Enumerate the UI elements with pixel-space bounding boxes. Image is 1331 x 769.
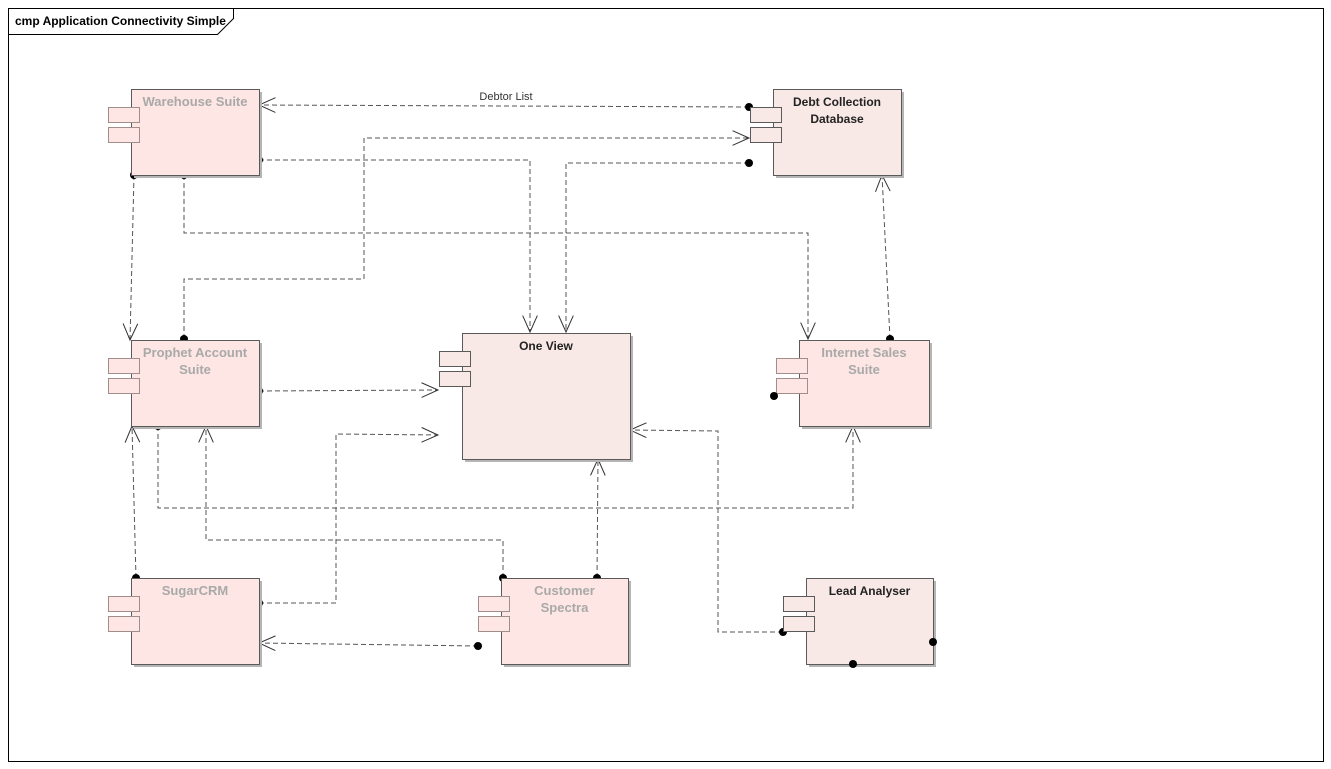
component-oneview[interactable]: One View bbox=[439, 333, 634, 463]
component-sugar[interactable]: SugarCRM bbox=[108, 578, 263, 668]
component-title: Internet Sales bbox=[821, 345, 906, 360]
connector-arrowhead bbox=[522, 315, 538, 334]
connector-line[interactable] bbox=[205, 426, 504, 578]
component-port-icon bbox=[750, 107, 782, 123]
component-title: Suite bbox=[848, 362, 880, 377]
connector-line[interactable] bbox=[157, 426, 854, 509]
component-port-icon bbox=[783, 616, 815, 632]
connector-line[interactable] bbox=[629, 429, 783, 633]
component-port-icon bbox=[783, 596, 815, 612]
component-port-icon bbox=[776, 378, 808, 394]
connector-line[interactable] bbox=[596, 458, 599, 579]
connector-line[interactable] bbox=[881, 174, 891, 340]
component-title: Lead Analyser bbox=[829, 584, 911, 598]
connector-end-dot bbox=[474, 642, 482, 650]
component-title: Database bbox=[810, 112, 864, 126]
component-body[interactable] bbox=[799, 340, 930, 427]
component-warehouse[interactable]: Warehouse Suite bbox=[108, 89, 263, 179]
port-dot bbox=[929, 638, 937, 646]
connector-arrowhead bbox=[421, 427, 440, 443]
frame-title: cmp Application Connectivity Simple bbox=[15, 14, 226, 28]
component-title: Customer bbox=[534, 583, 595, 598]
component-title: SugarCRM bbox=[162, 583, 228, 598]
component-title: Warehouse Suite bbox=[143, 94, 248, 109]
component-title: Prophet Account bbox=[143, 345, 248, 360]
frame-title-tab bbox=[8, 8, 234, 35]
component-title: Debt Collection bbox=[793, 95, 881, 109]
component-port-icon bbox=[439, 371, 471, 387]
component-body[interactable] bbox=[806, 578, 934, 665]
component-port-icon bbox=[108, 596, 140, 612]
component-port-icon bbox=[108, 616, 140, 632]
connector-arrowhead bbox=[122, 323, 139, 342]
connector-line[interactable] bbox=[258, 104, 750, 108]
connector-line[interactable] bbox=[258, 389, 439, 392]
component-title: Spectra bbox=[541, 600, 589, 615]
port-dot bbox=[849, 660, 857, 668]
component-port-icon bbox=[478, 616, 510, 632]
connector-arrowhead bbox=[800, 322, 816, 341]
component-port-icon bbox=[108, 358, 140, 374]
component-body[interactable] bbox=[773, 89, 902, 176]
connector-warehouse-debt[interactable]: Debtor List bbox=[257, 91, 753, 113]
connector-arrowhead bbox=[732, 130, 751, 146]
connector-line[interactable] bbox=[183, 175, 809, 339]
connector-arrowhead bbox=[558, 315, 574, 334]
component-title: One View bbox=[519, 339, 573, 353]
component-body[interactable] bbox=[462, 333, 631, 460]
component-body[interactable] bbox=[501, 578, 629, 665]
component-port-icon bbox=[108, 378, 140, 394]
connector-end-dot bbox=[745, 159, 753, 167]
components-layer: Warehouse Suite Debt CollectionDatabasePr… bbox=[108, 89, 937, 668]
component-port-icon bbox=[478, 596, 510, 612]
connector-arrowhead bbox=[421, 382, 440, 398]
connector-line[interactable] bbox=[259, 433, 439, 604]
connector-debt-oneview[interactable] bbox=[558, 159, 753, 334]
component-port-icon bbox=[439, 351, 471, 367]
connector-line[interactable] bbox=[259, 159, 531, 332]
port-dot bbox=[770, 392, 778, 400]
component-port-icon bbox=[108, 127, 140, 143]
connector-line[interactable] bbox=[131, 425, 137, 579]
connector-label: Debtor List bbox=[479, 91, 532, 103]
connector-line[interactable] bbox=[565, 162, 749, 332]
component-title: Suite bbox=[179, 362, 211, 377]
component-lead[interactable]: Lead Analyser bbox=[783, 578, 937, 668]
component-port-icon bbox=[776, 358, 808, 374]
connector-line[interactable] bbox=[183, 137, 749, 339]
connector-line[interactable] bbox=[129, 174, 135, 341]
component-port-icon bbox=[108, 107, 140, 123]
connector-line[interactable] bbox=[258, 642, 479, 647]
component-body[interactable] bbox=[131, 89, 260, 176]
component-port-icon bbox=[750, 127, 782, 143]
component-body[interactable] bbox=[131, 578, 260, 665]
